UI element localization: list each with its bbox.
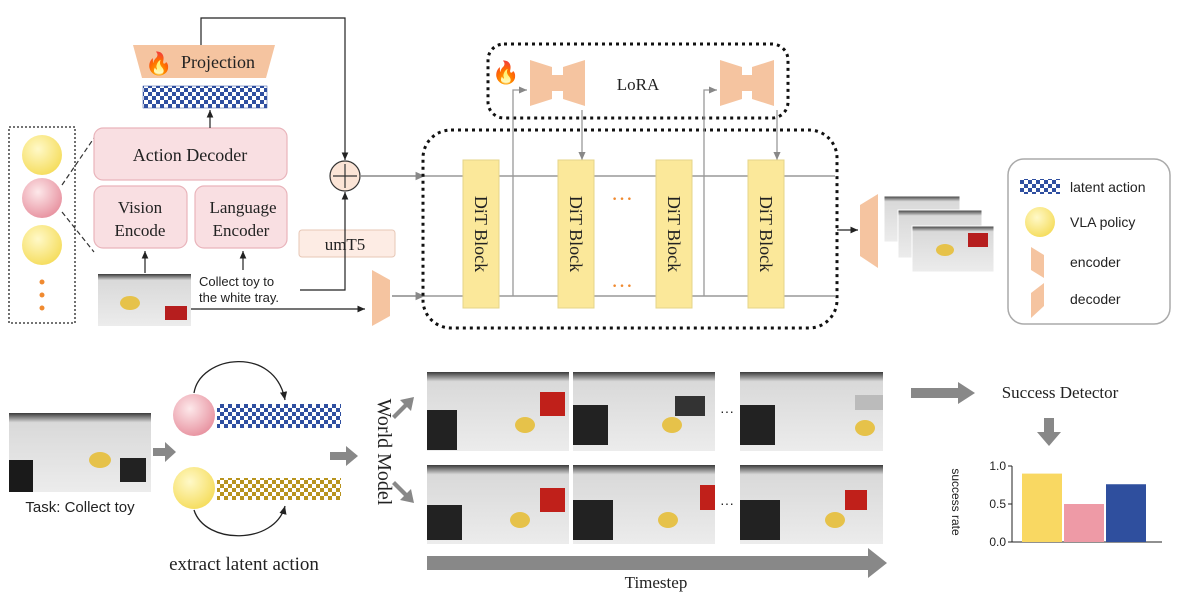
extract-arc-top [193, 360, 288, 401]
success-detector-label: Success Detector [1002, 383, 1119, 402]
dit-block-4: DiT Block [747, 159, 785, 309]
dit-block-3: DiT Block [655, 159, 693, 309]
legend-encoder-swatch [1031, 247, 1044, 278]
lora-flame-icon: 🔥 [492, 60, 519, 85]
language-encoder-label-2: Encoder [213, 221, 270, 240]
latent-to-world-arrow [330, 446, 358, 466]
lora-in-1 [512, 86, 527, 296]
umt5-to-sum-arrow [300, 192, 349, 291]
lora-label: LoRA [617, 75, 660, 94]
lora-container [486, 42, 790, 120]
task-to-policy-arrow [153, 442, 176, 462]
language-encoder-label-1: Language [209, 198, 276, 217]
policy-column-box [8, 126, 76, 324]
rollout-row-2 [427, 465, 883, 544]
video-encoder-shape [372, 270, 390, 326]
lora-adapter-1 [530, 60, 585, 106]
dit-block-label: DiT Block [471, 196, 491, 272]
chart-bar-3 [1106, 484, 1146, 542]
legend-decoder-label: decoder [1070, 291, 1121, 307]
projection-trapezoid [133, 45, 275, 78]
gripper [165, 306, 187, 320]
language-encoder-box [194, 185, 288, 249]
dit-block-label: DiT Block [756, 196, 776, 272]
timestep-arrow [427, 548, 887, 578]
row1-ellipsis: ··· [720, 403, 734, 419]
legend-decoder-swatch [1031, 283, 1044, 318]
dit-block-1: DiT Block [462, 159, 500, 309]
timestep-label: Timestep [625, 573, 688, 592]
dot-2 [39, 292, 45, 298]
legend-vla-swatch [1025, 207, 1055, 237]
vla-policy-yellow-circle [22, 135, 62, 175]
dot-1 [39, 279, 45, 285]
extract-gold-checker [217, 478, 341, 500]
projection-to-sum-arrow [200, 17, 349, 160]
umt5-box [298, 229, 396, 258]
chart-ytick-label: 0.5 [989, 497, 1006, 511]
row2-ellipsis: ··· [720, 495, 734, 511]
chart-bar-2 [1064, 504, 1104, 542]
frames-to-detector-arrow [911, 382, 975, 404]
flame-icon: 🔥 [145, 51, 172, 76]
extract-yellow-circle [173, 467, 215, 509]
vla-policy-pink-circle [22, 178, 62, 218]
extract-label: extract latent action [169, 554, 319, 575]
projection-label: Projection [181, 52, 255, 72]
video-decoder-shape [860, 194, 878, 268]
vision-encode-box [93, 185, 188, 249]
extract-arc-bottom [193, 505, 287, 537]
world-to-row1-arrow [392, 397, 414, 419]
lora-in-2 [703, 86, 717, 296]
dot-3 [39, 305, 45, 311]
chart-bar-1 [1022, 473, 1062, 542]
output-video-frames [883, 195, 995, 273]
dit-ellipsis-top: … [611, 180, 633, 205]
vision-encode-label-1: Vision [118, 198, 163, 217]
dit-block-label: DiT Block [566, 196, 586, 272]
extract-pink-circle [173, 394, 215, 436]
legend-vla-label: VLA policy [1070, 214, 1135, 230]
vla-policy-yellow-circle-2 [22, 225, 62, 265]
success-chart: success rate 1.0 0.5 0.0 [949, 459, 1162, 549]
extract-blue-checker [217, 404, 341, 428]
task-photo [9, 413, 151, 492]
rollout-row-1 [427, 372, 883, 451]
chart-ylabel: success rate [949, 468, 963, 536]
action-decoder-box [93, 127, 288, 181]
toy-pikachu [120, 296, 140, 310]
world-to-row2-arrow [392, 481, 414, 503]
chart-ytick-label: 0.0 [989, 535, 1006, 549]
vision-encode-label-2: Encode [115, 221, 166, 240]
detector-to-chart-arrow [1037, 418, 1061, 446]
legend-latent-swatch [1020, 179, 1060, 194]
lora-adapter-2 [720, 60, 774, 106]
zoom-line-bottom [61, 211, 95, 253]
zoom-line-top [61, 137, 95, 186]
legend-box [1007, 158, 1171, 325]
instruction-line-2: the white tray. [199, 290, 279, 305]
instruction-line-1: Collect toy to [199, 274, 274, 289]
dit-block-label: DiT Block [664, 196, 684, 272]
task-label: Task: Collect toy [25, 499, 135, 516]
world-model-label: World Model [373, 399, 395, 506]
projection-latent-checker [142, 85, 268, 109]
action-decoder-label: Action Decoder [133, 145, 247, 165]
legend-latent-label: latent action [1070, 179, 1146, 195]
dit-block-2: DiT Block [557, 159, 595, 309]
dit-ellipsis-bottom: … [611, 267, 633, 292]
legend-encoder-label: encoder [1070, 254, 1121, 270]
chart-ytick-label: 1.0 [989, 459, 1006, 473]
